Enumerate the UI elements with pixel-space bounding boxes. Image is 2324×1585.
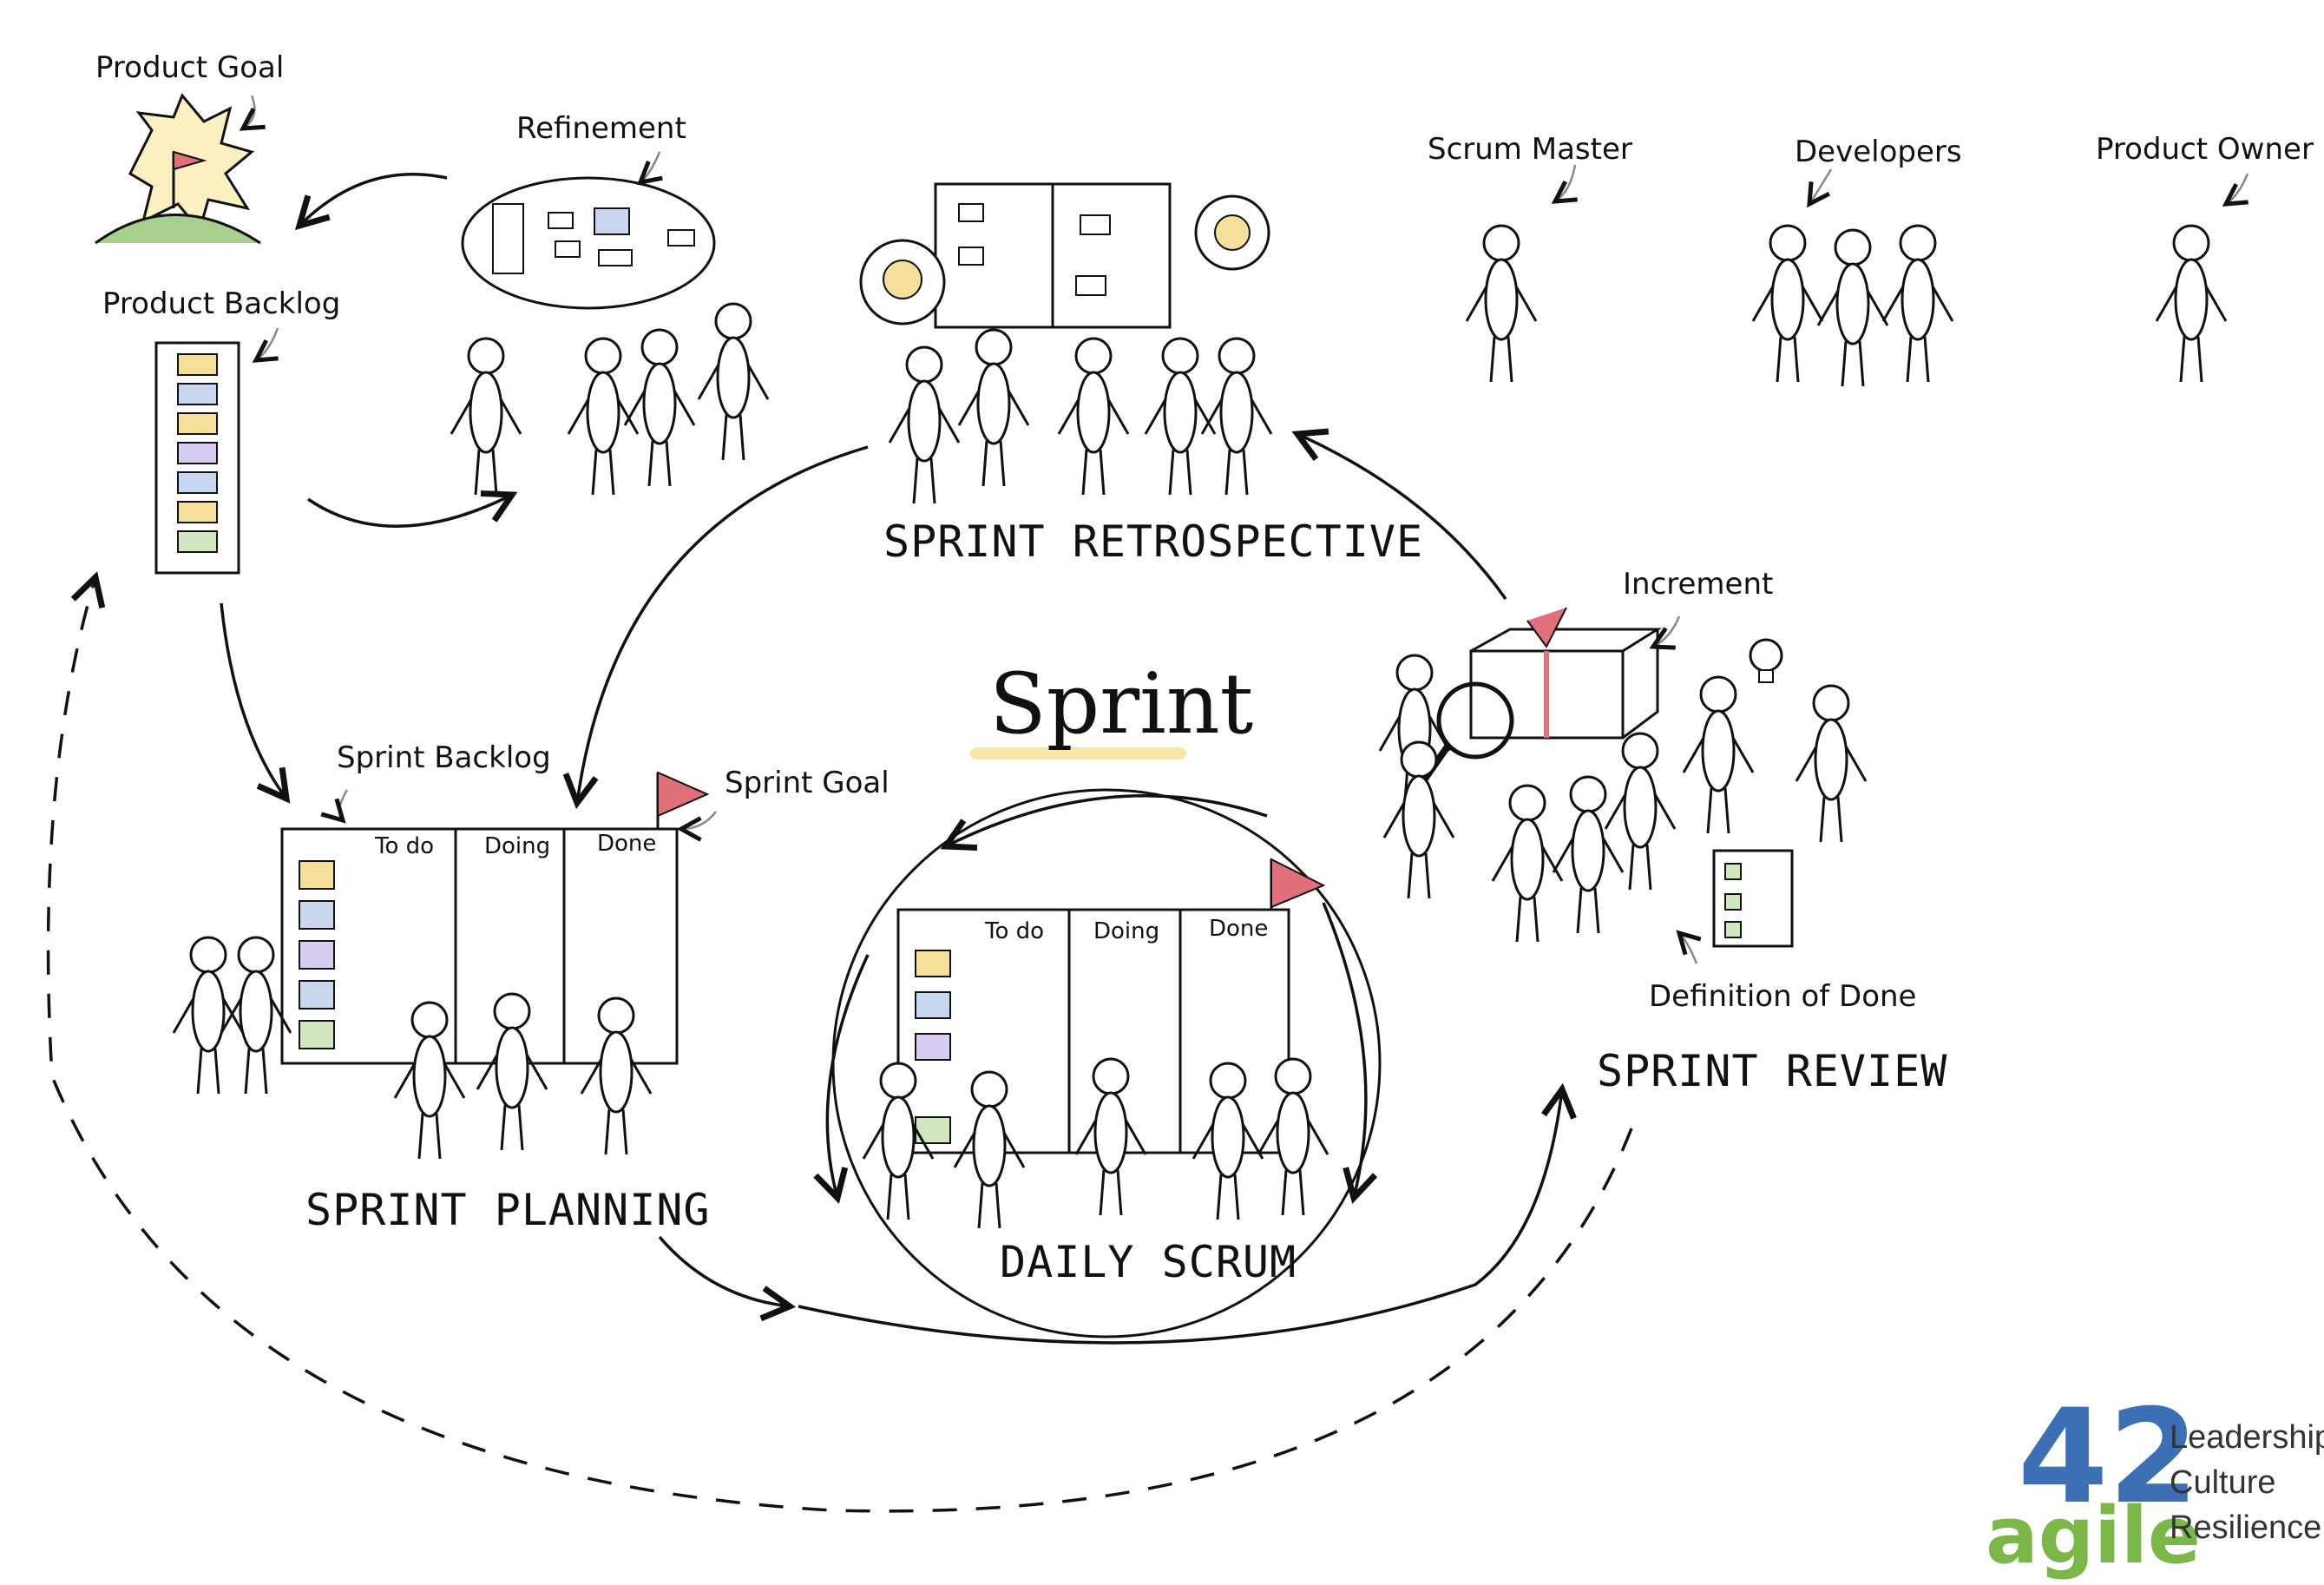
sprint-title: Sprint [989,655,1254,753]
arrow-refinement-to-goal [299,173,448,226]
arrow-daily-loop-right [1322,902,1366,1198]
agile42-logo-icon: 42 agile [1986,1382,2201,1582]
product-backlog-icon [154,341,240,575]
daily-doing-header: Doing [1093,918,1160,944]
planning-doing-header: Doing [484,833,551,859]
logo-number: 42 [2018,1382,2199,1533]
refinement-bubble-icon [461,176,716,310]
product-goal-label: Product Goal [95,50,285,85]
product-goal-icon [95,93,261,245]
arrow-retro-to-planning [577,445,869,803]
product-owner-label: Product Owner [2096,132,2314,167]
refinement-label: Refinement [516,111,686,146]
arrow-backlog-to-refinement [307,495,512,529]
daily-todo-header: To do [985,918,1045,944]
scrum-master-label: Scrum Master [1428,132,1632,167]
definition-of-done-checklist-icon [1712,849,1794,948]
logo-tagline-culture: Culture [2170,1464,2276,1501]
arrow-planning-to-daily [658,1235,790,1306]
product-owner-figure-icon [2155,224,2228,384]
arrow-main-to-review [798,1089,1562,1345]
daily-scrum-label: DAILY SCRUM [1000,1237,1297,1287]
developers-figure-icon [1751,224,1954,388]
sprint-goal-label: Sprint Goal [725,766,890,800]
daily-scrum-icon [831,788,1382,1338]
sprint-planning-board-icon [172,771,710,1161]
label-hint-arrows [243,95,2249,964]
sprint-review-label: SPRINT REVIEW [1597,1046,1948,1096]
planning-todo-header: To do [375,833,435,859]
arrow-backlog-to-planning [220,602,286,799]
refinement-team-icon [450,302,770,497]
logo-word: agile [1986,1490,2201,1582]
developers-label: Developers [1795,135,1962,169]
lightbulb-icon [1749,638,1783,683]
scrum-master-figure-icon [1465,224,1538,384]
flow-arrows [46,173,1633,1513]
arrow-review-to-retro [1297,434,1507,601]
sprint-backlog-label: Sprint Backlog [337,740,551,775]
definition-of-done-label: Definition of Done [1649,979,1917,1014]
sprint-retrospective-label: SPRINT RETROSPECTIVE [883,516,1424,567]
arrow-daily-loop [946,794,1268,846]
logo-tagline: Leadership Culture Resilience [2170,1415,2324,1550]
retrospective-board-icon [859,182,1273,505]
arrow-daily-loop-left [827,954,870,1198]
logo-tagline-leadership: Leadership [2170,1419,2324,1456]
logo-tagline-resilience: Resilience [2170,1509,2322,1546]
daily-done-header: Done [1209,916,1269,942]
sprint-planning-label: SPRINT PLANNING [305,1185,711,1235]
increment-gift-icon [1420,607,1663,784]
arrow-feedback-loop [46,577,1633,1513]
product-backlog-label: Product Backlog [102,286,341,321]
increment-label: Increment [1623,567,1774,602]
planning-done-header: Done [597,831,657,857]
